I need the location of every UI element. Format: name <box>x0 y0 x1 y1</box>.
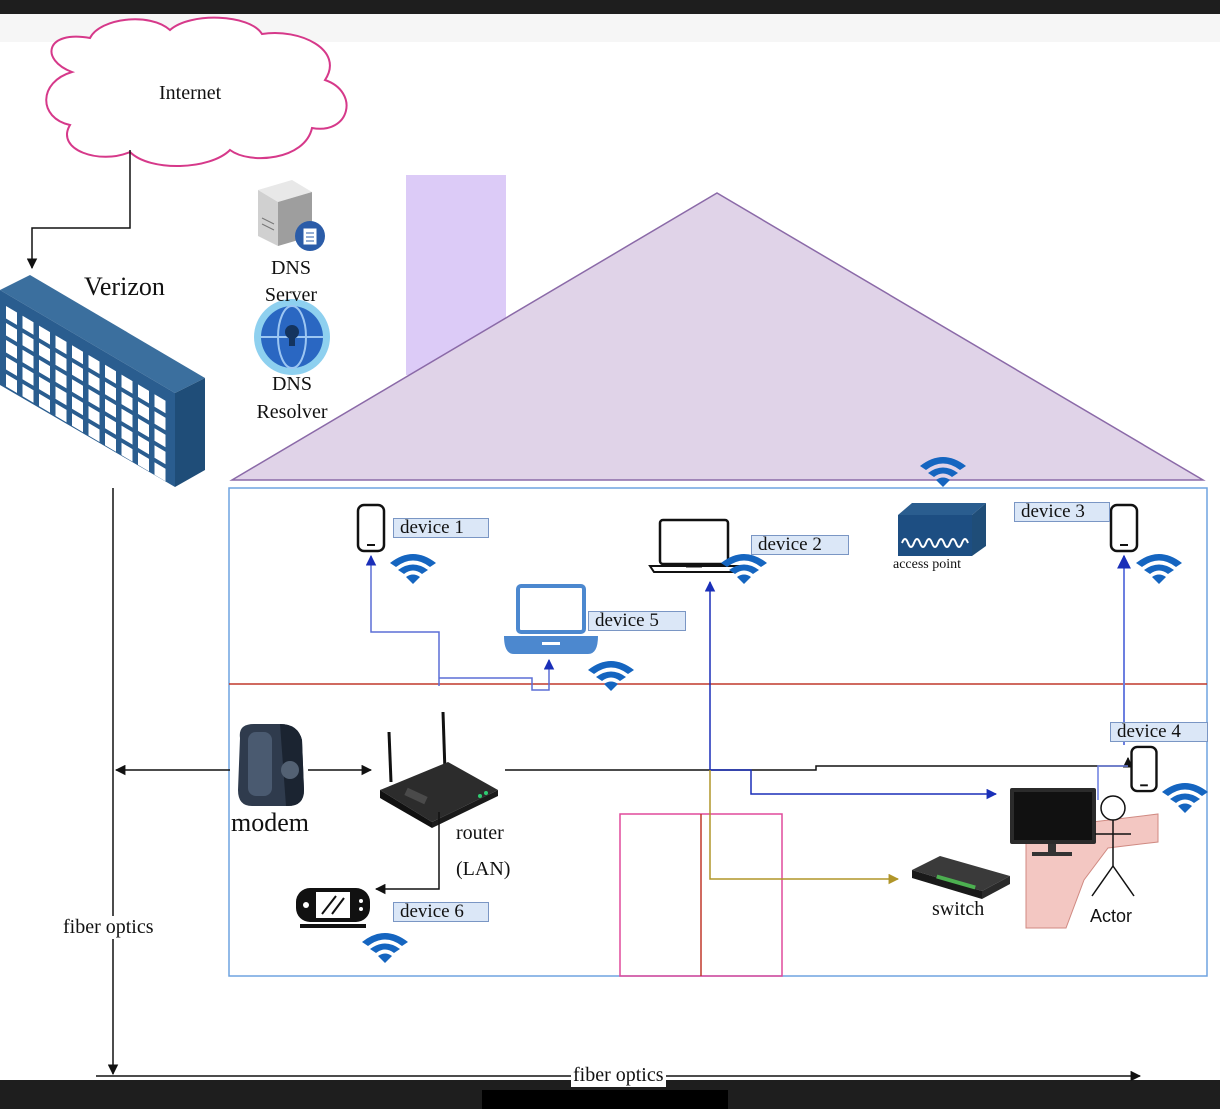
building-window <box>55 335 67 355</box>
building-window <box>121 391 133 411</box>
building-window <box>121 442 133 462</box>
actor-label: Actor <box>1090 906 1133 926</box>
building-window <box>72 396 83 416</box>
building-window <box>88 423 100 442</box>
actor-icon <box>1091 795 1135 897</box>
building-window <box>121 408 133 428</box>
internet-label: Internet <box>159 82 222 104</box>
device4-phone-icon <box>1130 745 1158 793</box>
building-window <box>121 374 133 394</box>
bottom-frame-tab <box>482 1090 728 1109</box>
building-window <box>138 452 149 472</box>
router-icon <box>380 711 498 828</box>
dns-server-label: DNS Server <box>264 257 318 306</box>
building-window <box>105 415 116 435</box>
building-window <box>22 383 34 403</box>
building-window <box>88 372 100 391</box>
building-window <box>138 418 149 438</box>
building-window <box>138 384 149 404</box>
dns-resolver-label: DNS Resolver <box>256 373 328 423</box>
building-window <box>105 398 116 418</box>
building-window <box>55 369 67 389</box>
building-window <box>72 379 83 399</box>
building-window <box>55 403 67 423</box>
router-to-switch-link <box>709 770 900 885</box>
access-point-icon <box>898 503 986 556</box>
device-label-5: device 5 <box>588 611 686 631</box>
building-window <box>6 374 17 393</box>
building-window <box>22 315 34 335</box>
building-window <box>121 425 133 445</box>
building-window <box>22 332 34 352</box>
device2-laptop-icon <box>648 518 740 573</box>
building-window <box>72 362 83 382</box>
building-window <box>154 428 166 448</box>
device5-laptop-icon <box>504 584 598 654</box>
building-window <box>72 413 83 433</box>
dns-server-icon <box>258 180 325 251</box>
house-roof <box>229 192 1206 481</box>
building-window <box>6 340 17 359</box>
building-window <box>154 462 166 482</box>
building-window <box>72 345 83 365</box>
device-label-2: device 2 <box>751 535 849 555</box>
building-window <box>55 386 67 406</box>
building-window <box>138 401 149 421</box>
building-window <box>105 432 116 452</box>
router-to-device6-link <box>374 812 440 895</box>
router-label: router (LAN) <box>456 822 511 880</box>
modem-label: modem <box>231 808 309 837</box>
device3-phone-icon <box>1109 503 1139 553</box>
building-window <box>39 342 50 362</box>
router-to-device1-link <box>365 554 440 686</box>
device1-phone-icon <box>356 503 386 553</box>
modem-icon <box>238 724 304 806</box>
computer-monitor-icon <box>1010 788 1096 856</box>
building-window <box>55 352 67 372</box>
router-to-computer-link <box>710 769 998 800</box>
building-window <box>22 366 34 386</box>
device-label-1: device 1 <box>393 518 489 538</box>
verizon-building-icon <box>0 275 205 487</box>
building-window <box>154 411 166 431</box>
device-label-3: device 3 <box>1014 502 1110 522</box>
fiber-vertical-label: fiber optics <box>63 916 154 939</box>
building-window <box>88 355 100 374</box>
internet-cloud <box>45 16 348 168</box>
building-window <box>39 359 50 379</box>
dns-resolver-icon <box>254 299 330 375</box>
isp-label: Verizon <box>84 272 165 301</box>
building-window <box>39 393 50 413</box>
fiber-horizontal-label: fiber optics <box>571 1064 666 1087</box>
switch-label: switch <box>932 898 985 920</box>
device-label-6: device 6 <box>393 902 489 922</box>
device6-console-icon <box>296 888 370 928</box>
device-label-4: device 4 <box>1110 722 1208 742</box>
building-window <box>105 381 116 401</box>
device4-to-computer-link <box>1097 765 1128 800</box>
building-window <box>88 406 100 425</box>
building-window <box>39 325 50 345</box>
router-to-device5-link <box>439 658 555 691</box>
building-window <box>22 349 34 369</box>
internet-to-verizon-link <box>26 150 131 270</box>
building-window <box>105 364 116 384</box>
access-point-label: access point <box>893 557 962 572</box>
switch-icon <box>912 856 1010 899</box>
building-window <box>6 357 17 376</box>
building-window <box>6 323 17 342</box>
building-window <box>154 445 166 465</box>
building-window <box>154 394 166 414</box>
building-window <box>138 435 149 455</box>
building-window <box>39 376 50 396</box>
building-window <box>6 306 17 325</box>
building-window <box>88 389 100 408</box>
